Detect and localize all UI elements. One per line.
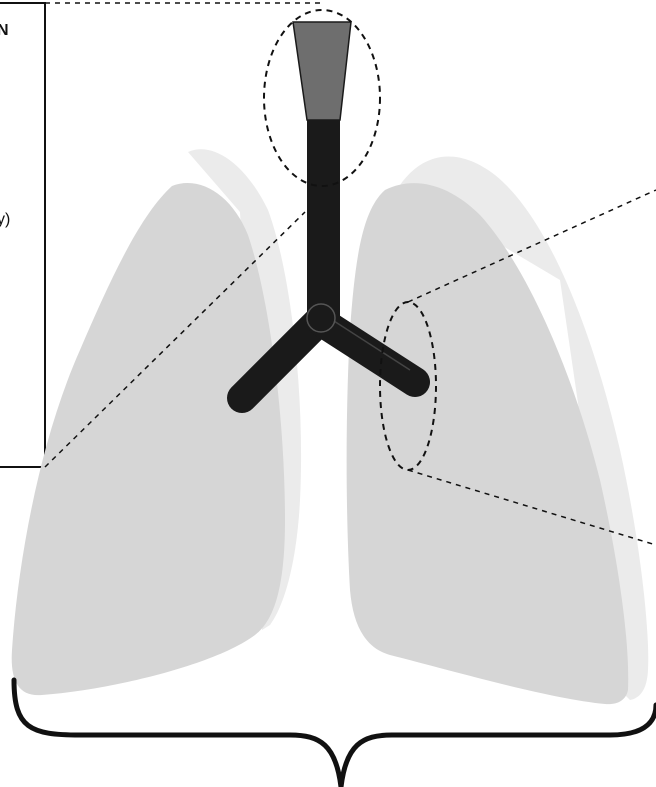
trachea bbox=[293, 22, 351, 318]
left-lung bbox=[12, 149, 301, 695]
right-lung-front bbox=[347, 183, 629, 704]
carina-joint bbox=[307, 304, 335, 332]
trachea-tube bbox=[307, 118, 340, 318]
inset-text-fragment: y) bbox=[0, 211, 10, 228]
inset-box bbox=[0, 3, 45, 467]
trachea-upper-section bbox=[293, 22, 351, 120]
left-lung-front bbox=[12, 183, 285, 695]
right-lung bbox=[347, 157, 649, 705]
inset-heading-fragment: N bbox=[0, 22, 9, 39]
